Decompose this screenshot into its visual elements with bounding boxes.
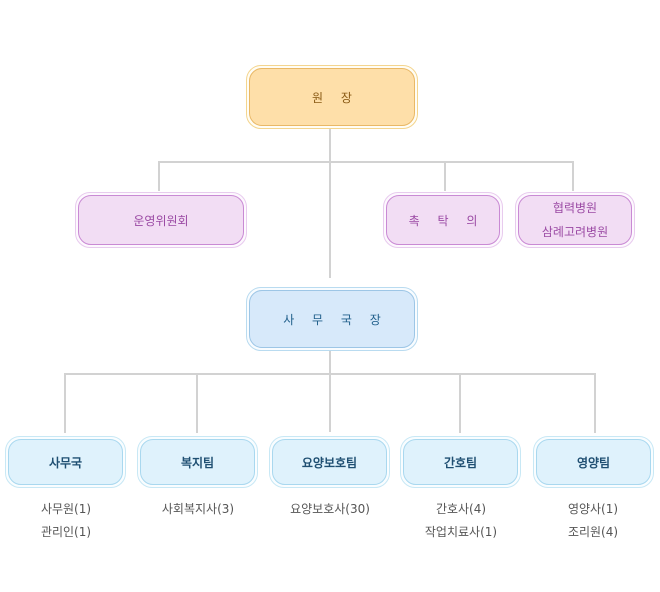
department-node: 사무국	[5, 436, 126, 488]
department-node: 복지팀	[137, 436, 258, 488]
staff-item: 조리원(4)	[567, 525, 619, 539]
staff-item: 사무원(1)	[40, 502, 92, 516]
staff-list: 영양사(1) 조리원(4)	[533, 498, 653, 544]
connector-line	[158, 161, 160, 191]
connector-line	[64, 373, 66, 433]
connector-line	[594, 373, 596, 433]
connector-line	[329, 350, 331, 432]
staff-list: 간호사(4) 작업치료사(1)	[401, 498, 521, 544]
staff-item: 관리인(1)	[40, 525, 92, 539]
committee-node: 운영위원회	[75, 192, 247, 248]
secretary-general-node: 사 무 국 장	[246, 287, 418, 351]
department-node: 영양팀	[533, 436, 654, 488]
director-label: 원 장	[312, 90, 359, 105]
department-label: 요양보호팀	[301, 455, 358, 470]
hospital-label-line2: 삼례고려병원	[541, 225, 609, 239]
connector-line	[329, 128, 331, 278]
connector-line	[572, 161, 574, 191]
department-label: 사무국	[48, 455, 83, 470]
department-label: 복지팀	[180, 455, 215, 470]
connector-line	[64, 373, 596, 375]
staff-list: 사회복지사(3)	[138, 498, 258, 521]
hospital-label-line1: 협력병원	[552, 201, 598, 215]
connector-line	[459, 373, 461, 433]
committee-label: 운영위원회	[133, 213, 189, 228]
department-node: 요양보호팀	[269, 436, 390, 488]
department-node: 간호팀	[400, 436, 521, 488]
connector-line	[444, 161, 446, 191]
connector-line	[196, 373, 198, 433]
department-label: 영양팀	[576, 455, 611, 470]
department-label: 간호팀	[443, 455, 478, 470]
connector-line	[158, 161, 574, 163]
staff-list: 사무원(1) 관리인(1)	[6, 498, 126, 544]
staff-item: 요양보호사(30)	[290, 502, 370, 516]
doctor-label: 촉 탁 의	[408, 213, 485, 228]
staff-item: 사회복지사(3)	[161, 502, 235, 516]
secretary-general-label: 사 무 국 장	[283, 312, 388, 327]
staff-item: 작업치료사(1)	[424, 525, 498, 539]
hospital-node: 협력병원 삼례고려병원	[515, 192, 635, 248]
staff-list: 요양보호사(30)	[270, 498, 390, 521]
doctor-node: 촉 탁 의	[383, 192, 503, 248]
director-node: 원 장	[246, 65, 418, 129]
staff-item: 간호사(4)	[435, 502, 487, 516]
staff-item: 영양사(1)	[567, 502, 619, 516]
